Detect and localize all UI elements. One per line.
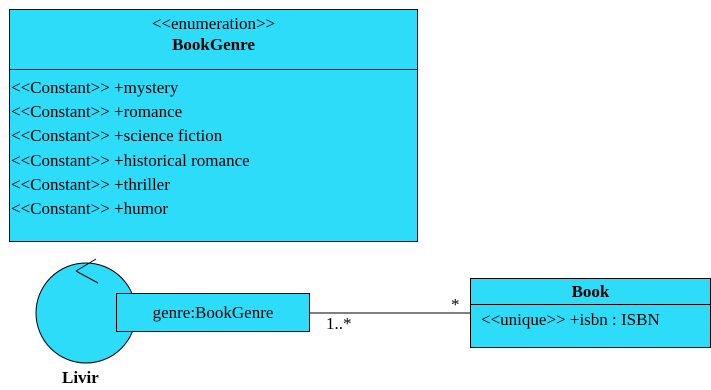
enum-literal: <<Constant>> +thriller [11, 174, 170, 194]
collaboration-arrow-lower [75, 270, 99, 284]
collaboration-part-genre[interactable]: genre:BookGenre [116, 293, 310, 332]
multiplicity-far-end: * [451, 295, 460, 314]
enumeration-name: BookGenre [172, 35, 255, 54]
enumeration-bookgenre[interactable]: <<enumeration>> BookGenre <<Constant>> +… [9, 9, 418, 242]
enumeration-header: <<enumeration>> BookGenre [10, 10, 417, 70]
enum-literal: <<Constant>> +science fiction [11, 126, 223, 146]
enum-literal: <<Constant>> +mystery [11, 78, 179, 97]
collaboration-arrow-upper [75, 258, 97, 272]
enum-literal: <<Constant>> +humor [11, 199, 169, 219]
class-book-attribute: <<unique>> +isbn : ISBN [481, 310, 660, 329]
class-book-name: Book [471, 279, 710, 305]
multiplicity-near-end: 1..* [326, 314, 352, 333]
enumeration-stereotype: <<enumeration>> [151, 14, 276, 33]
enum-literal: <<Constant>> +historical romance [11, 150, 250, 170]
collaboration-name: Livir [62, 368, 99, 387]
enum-literal: <<Constant>> +romance [11, 102, 183, 122]
enumeration-literals: <<Constant>> +mystery <<Constant>> +roma… [10, 70, 417, 221]
class-book[interactable]: Book <<unique>> +isbn : ISBN [470, 278, 711, 348]
